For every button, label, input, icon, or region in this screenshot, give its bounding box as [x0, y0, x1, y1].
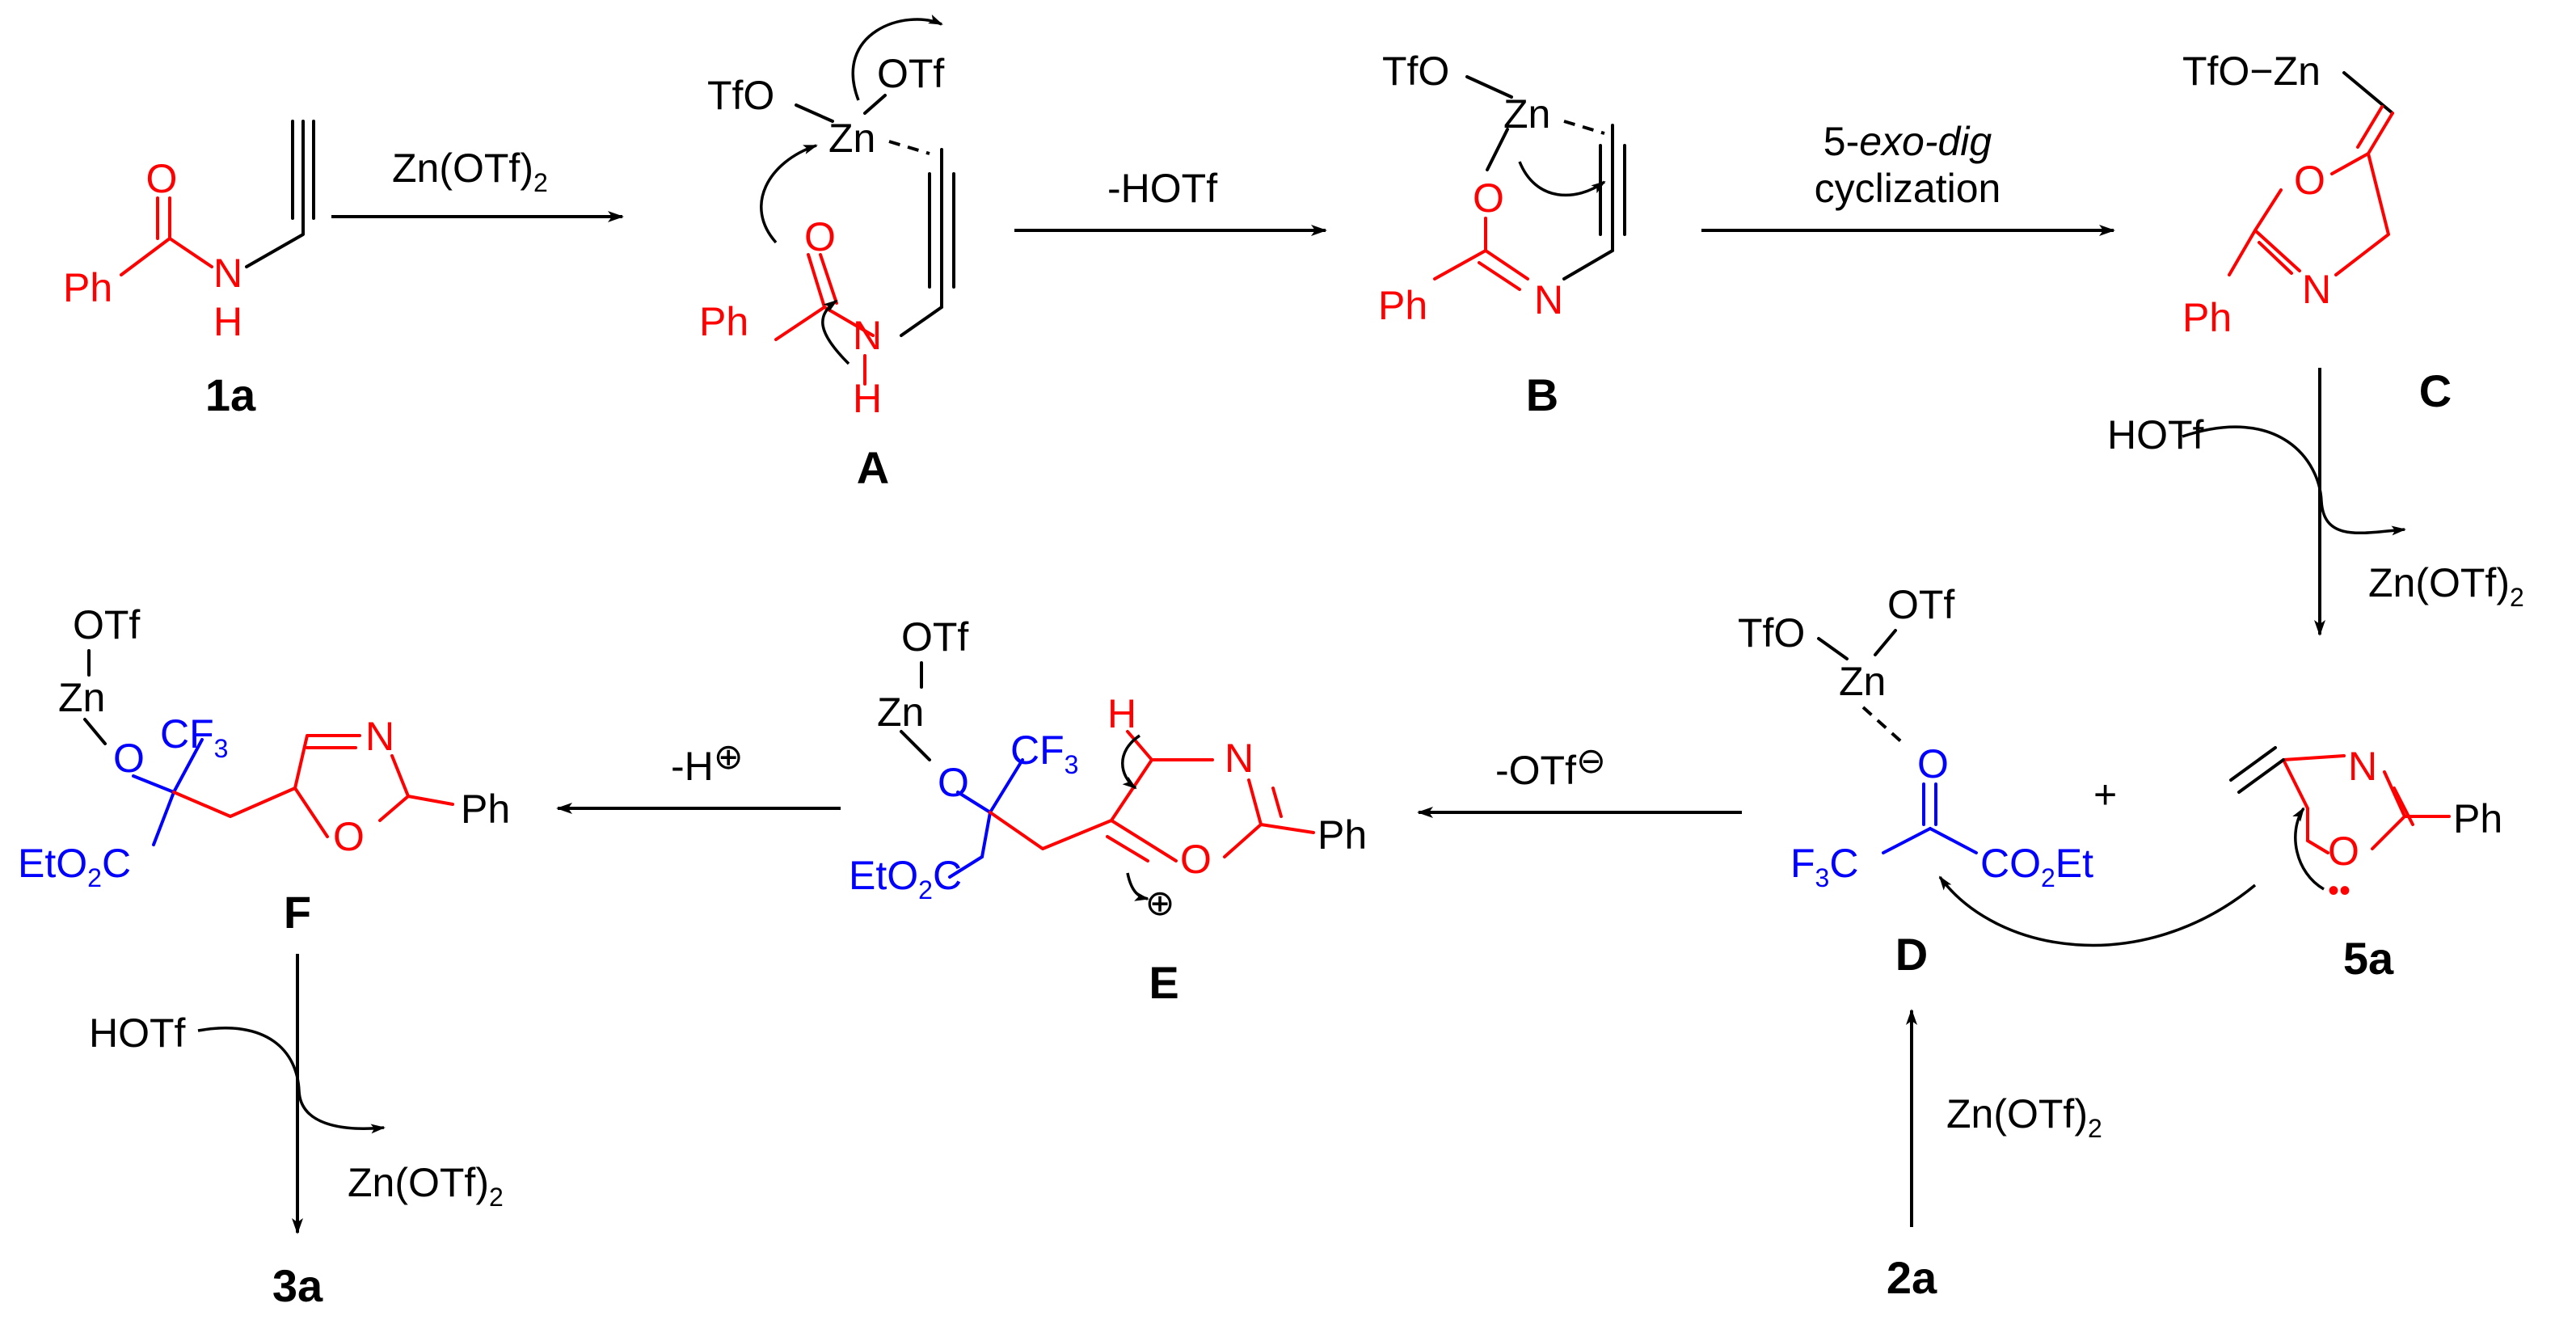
condition-5-exo-dig: 5-exo-dig [1823, 119, 1992, 164]
step-2-arrow: -HOTf [1014, 166, 1327, 236]
atom-TfO-Zn: TfO−Zn [2182, 48, 2321, 94]
atom-OTf: OTf [1887, 582, 1954, 627]
compound-5a: N O Ph •• 5a [2229, 744, 2502, 984]
atom-O: O [113, 736, 145, 781]
label-E: E [1149, 957, 1178, 1008]
compound-D: TfO OTf Zn O F3C CO2Et D [1738, 582, 2093, 980]
compound-F: OTf Zn O CF3 EtO2C N O Ph F [18, 602, 510, 938]
label-2a: 2a [1887, 1252, 1937, 1303]
nucleophilic-attack-arrow [1938, 875, 2257, 947]
atom-O: O [1473, 175, 1504, 221]
atom-O: O [2294, 158, 2325, 203]
atom-O: O [1180, 837, 1212, 882]
step-8-arrow: HOTf Zn(OTf)2 3a [89, 954, 504, 1311]
compound-A: TfO OTf Zn O Ph N H A [699, 15, 955, 493]
group-CF3: F3C [1790, 841, 1858, 892]
reagent-minus-hotf: -HOTf [1107, 166, 1217, 211]
lone-pair: •• [2328, 873, 2350, 909]
atom-N: N [853, 313, 882, 358]
label-B: B [1526, 369, 1558, 420]
step-4-arrow: HOTf Zn(OTf)2 [2107, 368, 2524, 636]
atom-Ph: Ph [2453, 796, 2502, 841]
atom-N: N [2302, 267, 2331, 312]
atom-OTf: OTf [73, 602, 140, 647]
atom-O: O [2328, 829, 2359, 874]
atom-N: N [1534, 277, 1563, 323]
atom-Ph: Ph [1378, 283, 1427, 328]
label-A: A [857, 442, 889, 493]
atom-TfO: TfO [1738, 610, 1805, 656]
atom-O: O [938, 760, 969, 805]
atom-Zn: Zn [877, 690, 924, 735]
plus-sign: + [2093, 772, 2117, 817]
atom-N: N [2348, 744, 2377, 789]
atom-H: H [853, 376, 882, 421]
atom-H: H [213, 299, 242, 344]
atom-N: N [365, 714, 394, 759]
atom-N: N [213, 251, 242, 296]
reagent-minus-h: -H⊕ [671, 737, 744, 789]
atom-Ph: Ph [2182, 295, 2232, 340]
group-CF3: CF3 [1010, 727, 1078, 779]
condition-cyclization: cyclization [1815, 166, 2001, 211]
step-1-arrow: Zn(OTf)2 [331, 145, 624, 222]
atom-Ph: Ph [1318, 812, 1367, 858]
step-3-arrow: 5-exo-dig cyclization [1701, 119, 2115, 236]
atom-Ph: Ph [699, 299, 748, 344]
label-C: C [2419, 365, 2452, 416]
reagent-zn-otf2: Zn(OTf)2 [1946, 1091, 2102, 1143]
atom-Zn: Zn [1503, 91, 1550, 137]
atom-Zn: Zn [1839, 659, 1886, 704]
label-3a: 3a [272, 1260, 323, 1311]
group-CO2Et: CO2Et [1980, 841, 2093, 892]
compound-B: TfO Zn O Ph N B [1378, 48, 1626, 420]
atom-Ph: Ph [461, 787, 510, 832]
reagent-hotf-in: HOTf [2107, 412, 2204, 458]
atom-O: O [1917, 741, 1949, 787]
atom-OTf: OTf [877, 51, 944, 96]
atom-OTf: OTf [901, 614, 968, 660]
step-5-arrow: Zn(OTf)2 2a [1887, 1009, 2102, 1303]
label-5a: 5a [2343, 933, 2394, 984]
group-CF3: CF3 [160, 711, 228, 763]
reagent-hotf-in: HOTf [89, 1010, 186, 1056]
atom-TfO: TfO [707, 73, 774, 118]
label-F: F [284, 887, 311, 938]
compound-1a: O Ph N H 1a [63, 120, 315, 420]
step-6-arrow: -OTf⊖ [1417, 741, 1742, 818]
atom-Zn: Zn [828, 116, 875, 161]
atom-TfO: TfO [1382, 48, 1449, 94]
label-D: D [1895, 929, 1928, 980]
step-7-arrow: -H⊕ [556, 737, 841, 814]
atom-Zn: Zn [58, 675, 105, 720]
reagent-zn-otf2-out: Zn(OTf)2 [2368, 560, 2524, 612]
reagent-zn-otf2-out: Zn(OTf)2 [348, 1160, 504, 1212]
atom-H: H [1107, 691, 1136, 736]
atom-O: O [333, 814, 365, 859]
reagent-zn-otf2: Zn(OTf)2 [392, 145, 548, 197]
atom-N: N [1225, 736, 1254, 781]
compound-E: OTf Zn O CF3 EtO2C H N O Ph ⊕ E [849, 614, 1367, 1008]
atom-O: O [804, 214, 836, 259]
compound-C: TfO−Zn O N Ph C [2182, 48, 2452, 416]
group-EtO2C: EtO2C [18, 841, 131, 892]
group-EtO2C: EtO2C [849, 853, 962, 905]
label-1a: 1a [205, 369, 256, 420]
reagent-minus-otf: -OTf⊖ [1495, 741, 1606, 793]
atom-O: O [146, 156, 178, 201]
atom-Ph: Ph [63, 265, 112, 310]
oxocarbenium-charge: ⊕ [1145, 884, 1175, 923]
